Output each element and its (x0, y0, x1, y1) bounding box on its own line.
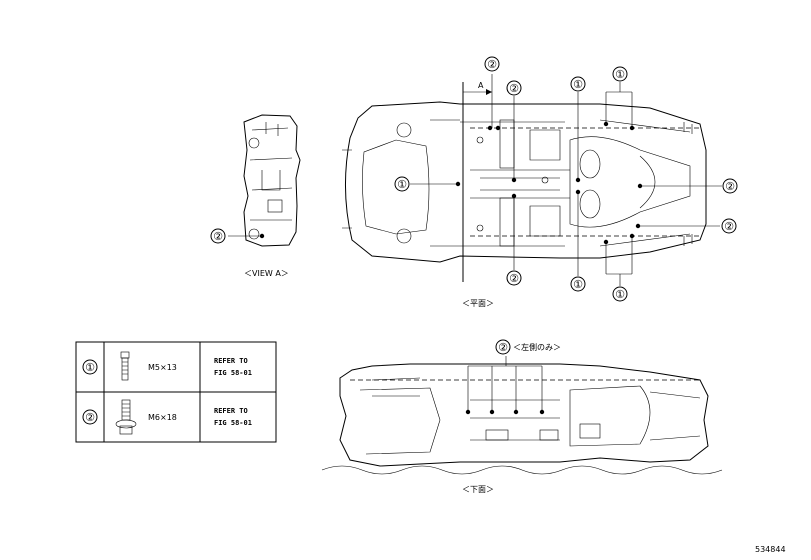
bottom-view-drawing (321, 356, 723, 475)
callout-view-a-2: ② (210, 228, 226, 244)
callout-top-1-d: ① (570, 276, 586, 292)
svg-text:②: ② (724, 220, 734, 233)
callout-top-1-e: ① (612, 286, 628, 302)
table-row: ① M5×13 REFER TO FIG 58-01 (82, 351, 252, 381)
row-callout: ② (85, 411, 95, 424)
svg-text:①: ① (615, 288, 625, 301)
row-ref-line2: FIG 58-01 (214, 419, 252, 427)
svg-text:②: ② (213, 230, 223, 243)
figure-id: 534844 (755, 545, 786, 554)
view-a-label: ＜VIEW A＞ (244, 269, 289, 278)
flange-bolt-m6-icon (115, 399, 137, 435)
svg-text:②: ② (498, 341, 508, 354)
row-size: M5×13 (148, 363, 177, 372)
svg-text:①: ① (573, 78, 583, 91)
row-ref-line1: REFER TO (214, 407, 248, 415)
top-view-label: ＜平面＞ (462, 299, 494, 308)
top-view-drawing (342, 74, 722, 286)
svg-text:②: ② (509, 272, 519, 285)
row-ref-line1: REFER TO (214, 357, 248, 365)
row-ref-line2: FIG 58-01 (214, 369, 252, 377)
callout-top-1-c: ① (394, 176, 410, 192)
callout-top-1-a: ① (570, 76, 586, 92)
arrow-a-label: A (478, 81, 484, 90)
svg-text:②: ② (725, 180, 735, 193)
parts-table (75, 341, 277, 443)
bottom-view-label: ＜下面＞ (462, 485, 494, 494)
row-size: M6×18 (148, 413, 177, 422)
svg-text:①: ① (615, 68, 625, 81)
callout-top-1-b: ① (612, 66, 628, 82)
left-side-only-label: ＜左側のみ＞ (513, 342, 561, 352)
bolt-m5-icon (120, 351, 130, 381)
table-row: ② M6×18 REFER TO FIG 58-01 (82, 399, 252, 435)
svg-text:②: ② (487, 58, 497, 71)
svg-text:②: ② (509, 82, 519, 95)
callout-bottom-2: ② (495, 339, 511, 355)
svg-text:①: ① (573, 278, 583, 291)
view-a-drawing (228, 114, 301, 247)
svg-text:①: ① (397, 178, 407, 191)
row-callout: ① (85, 361, 95, 374)
callout-top-2-d: ② (721, 218, 737, 234)
callout-top-2-b: ② (506, 80, 522, 96)
callout-top-2-e: ② (506, 270, 522, 286)
callout-top-2-a: ② (484, 56, 500, 72)
callout-top-2-c: ② (722, 178, 738, 194)
